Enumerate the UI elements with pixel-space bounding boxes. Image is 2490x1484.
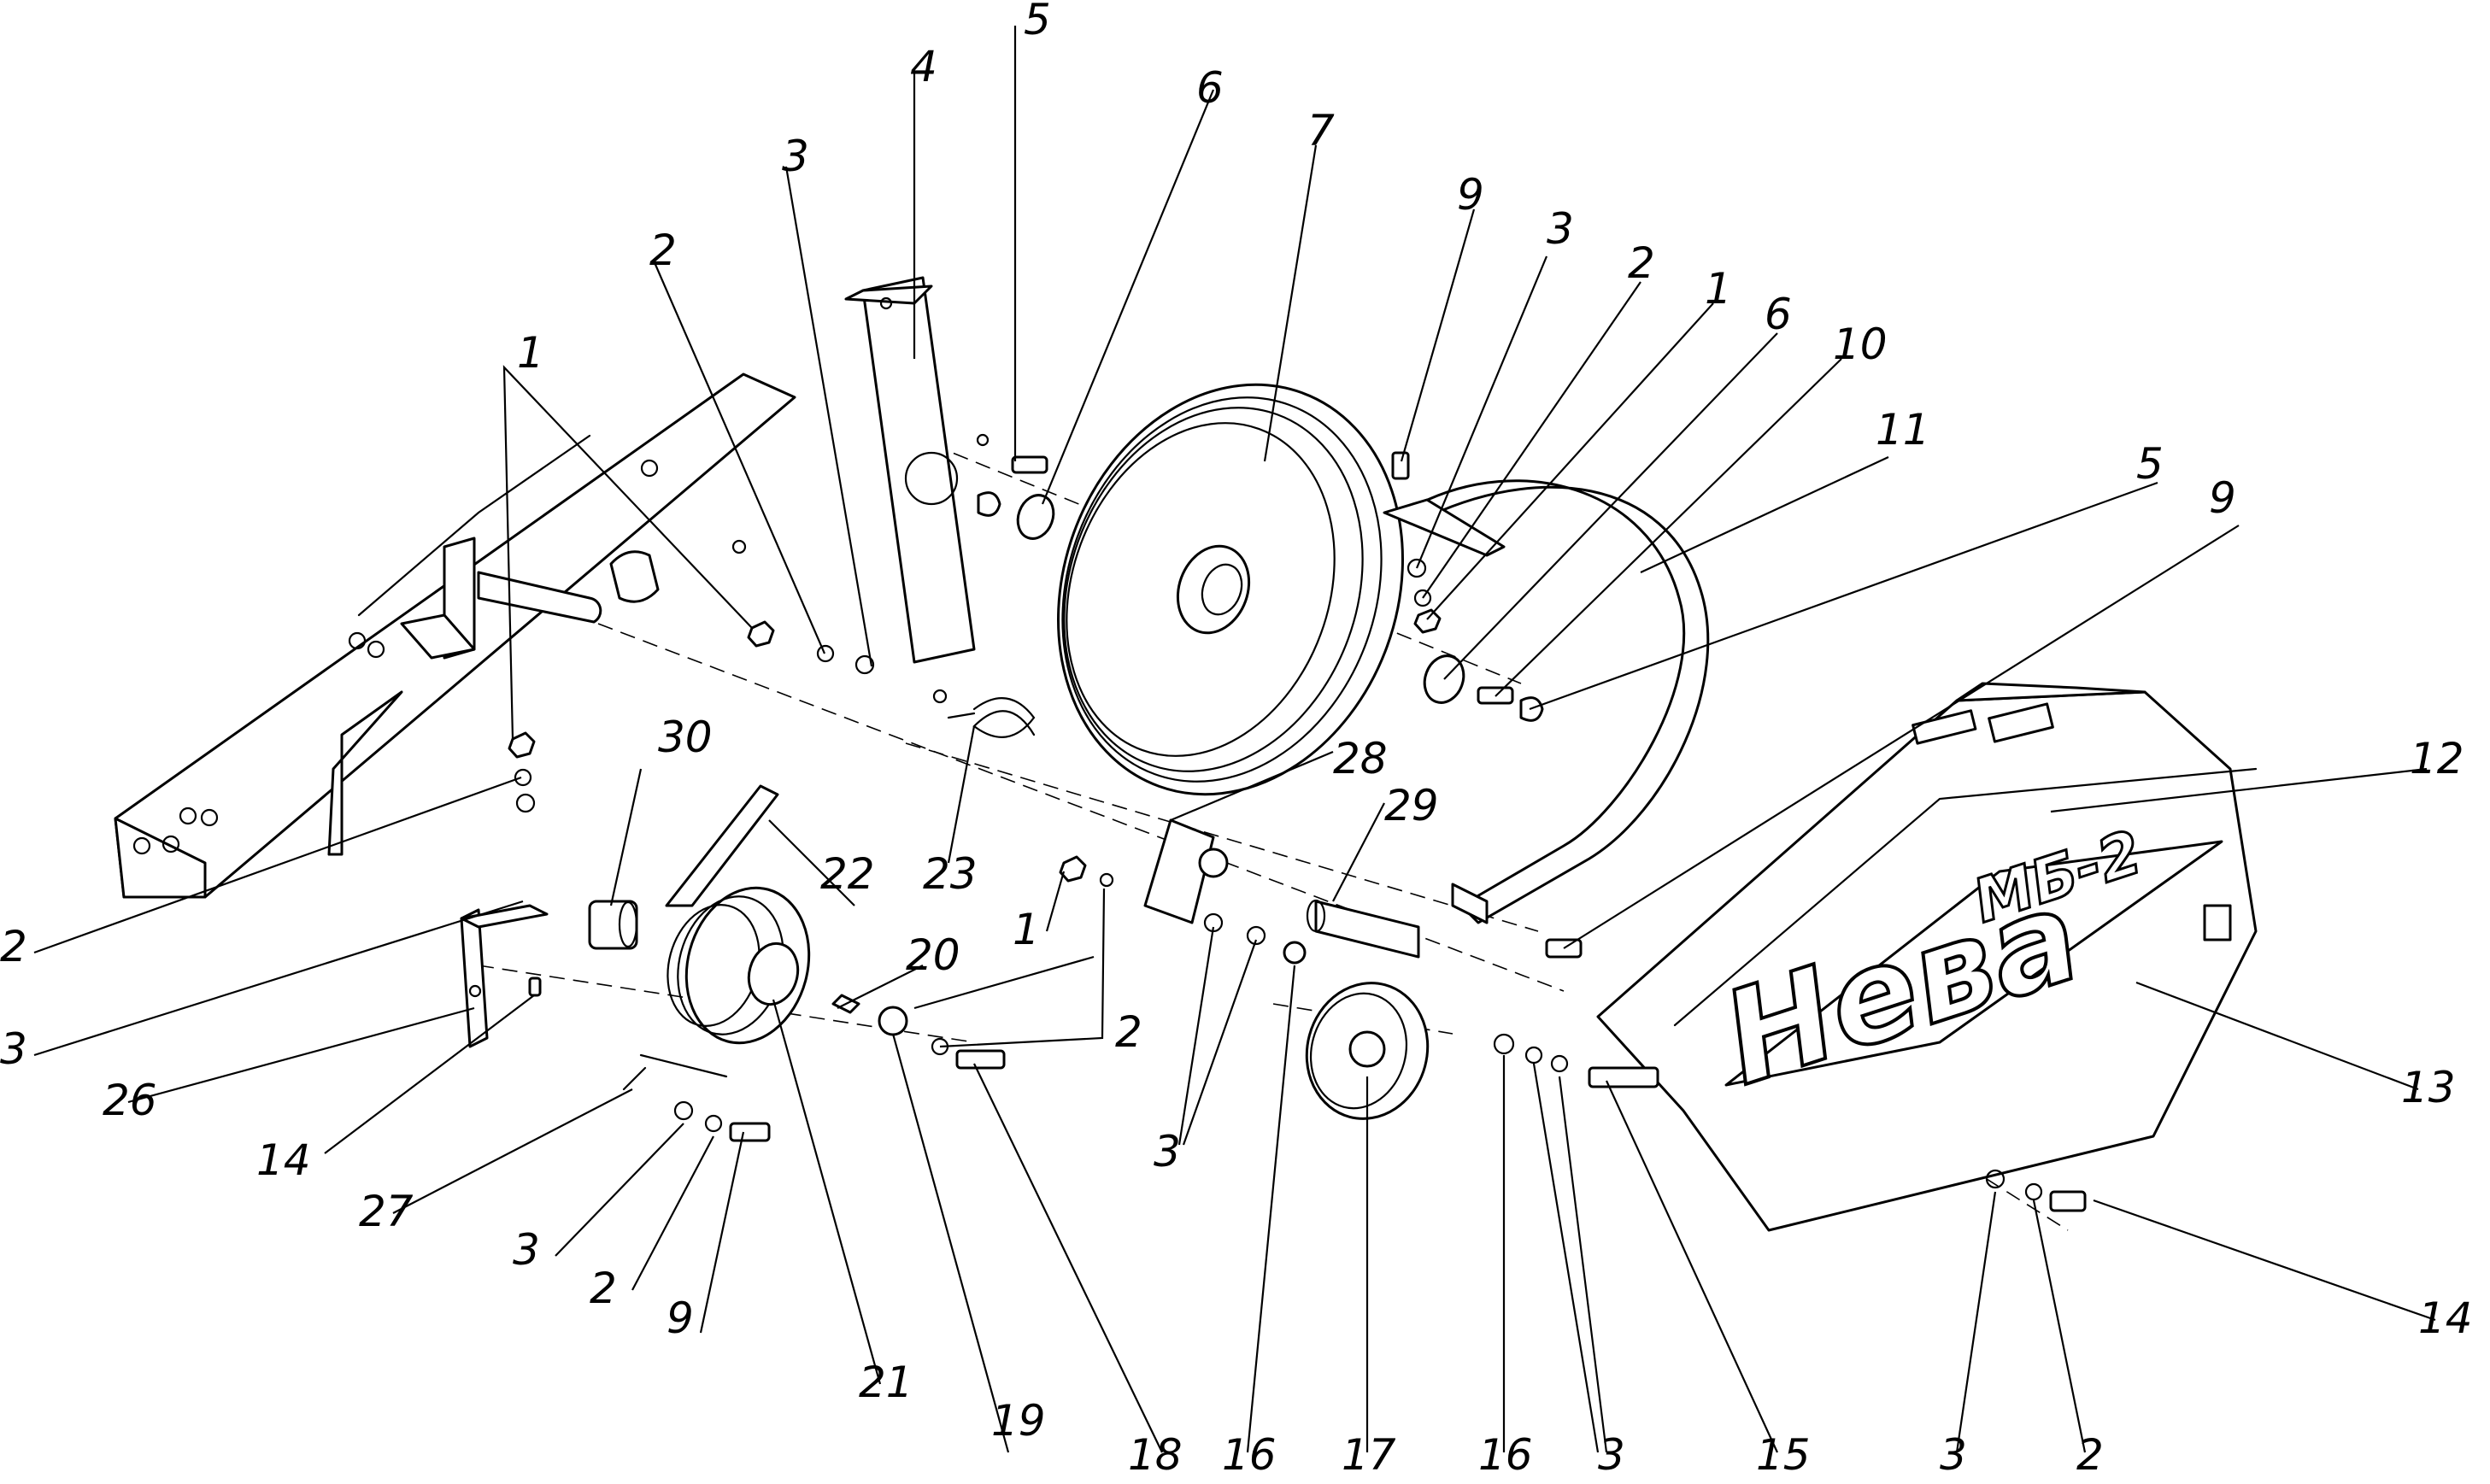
callout-label: 1 (1013, 905, 1040, 954)
callout-label: 3 (513, 1225, 540, 1275)
callout-label: 17 (1342, 1430, 1396, 1480)
callout-label: 20 (906, 930, 960, 980)
callout-label: 5 (1024, 0, 1051, 44)
callout-label: 18 (1128, 1430, 1183, 1480)
belt-guard (1383, 479, 1710, 924)
callout-label: 19 (991, 1396, 1046, 1446)
tension-arm (1143, 818, 1229, 924)
callout-label: 4 (910, 42, 937, 91)
belt-cover: Нева МБ-2 (1596, 682, 2258, 1232)
callout-label: 26 (103, 1076, 157, 1125)
callout-label: 29 (1384, 781, 1439, 830)
callout-label: 5 (2136, 439, 2164, 489)
callout-label: 14 (256, 1135, 311, 1185)
callout-label: 13 (2401, 1063, 2456, 1112)
frame-bracket (114, 372, 796, 899)
callout-label: 21 (859, 1358, 913, 1407)
callout-label: 28 (1333, 734, 1388, 783)
callout-label: 9 (2209, 473, 2236, 523)
callout-label: 2 (1115, 1007, 1142, 1057)
drive-pulley (667, 886, 811, 1045)
callout-label: 16 (1222, 1430, 1277, 1480)
callout-label: 9 (667, 1293, 694, 1343)
callout-label: 3 (1598, 1430, 1625, 1480)
callout-label: 30 (658, 713, 713, 762)
callout-label: 1 (1705, 264, 1732, 314)
callout-label: 6 (1196, 63, 1224, 113)
callout-label: 3 (782, 132, 809, 181)
callout-label: 9 (1457, 170, 1484, 220)
tension-spring (947, 697, 1036, 738)
callout-label: 3 (0, 1024, 27, 1074)
callout-label: 2 (2076, 1430, 2104, 1480)
idler-tube (1306, 899, 1420, 959)
callout-label: 15 (1756, 1430, 1811, 1480)
callout-label: 23 (923, 849, 978, 899)
callout-label: 2 (0, 922, 27, 971)
callout-label: 2 (590, 1264, 617, 1313)
callout-label: 22 (820, 849, 875, 899)
callout-label: 3 (1154, 1127, 1181, 1176)
callout-label: 6 (1765, 290, 1792, 339)
mounting-plate (844, 276, 976, 704)
callout-label: 3 (1547, 204, 1574, 254)
callout-label: 12 (2410, 734, 2464, 783)
tension-bracket (460, 904, 549, 1048)
callout-label: 27 (359, 1187, 414, 1236)
idler-pulley (1305, 982, 1430, 1120)
callout-label: 14 (2418, 1293, 2473, 1343)
callout-label: 2 (1628, 238, 1655, 288)
callout-label: 16 (1478, 1430, 1533, 1480)
callout-label: 2 (649, 226, 677, 275)
callout-label: 11 (1876, 405, 1930, 455)
callout-label: 7 (1307, 106, 1335, 155)
spacer-bushing (588, 900, 638, 950)
drive-belt (665, 784, 779, 907)
callout-label: 1 (517, 328, 544, 378)
callout-label: 10 (1833, 320, 1888, 369)
large-pulley (1057, 383, 1404, 796)
callout-label: 3 (1940, 1430, 1967, 1480)
leader-lines (33, 26, 2436, 1453)
